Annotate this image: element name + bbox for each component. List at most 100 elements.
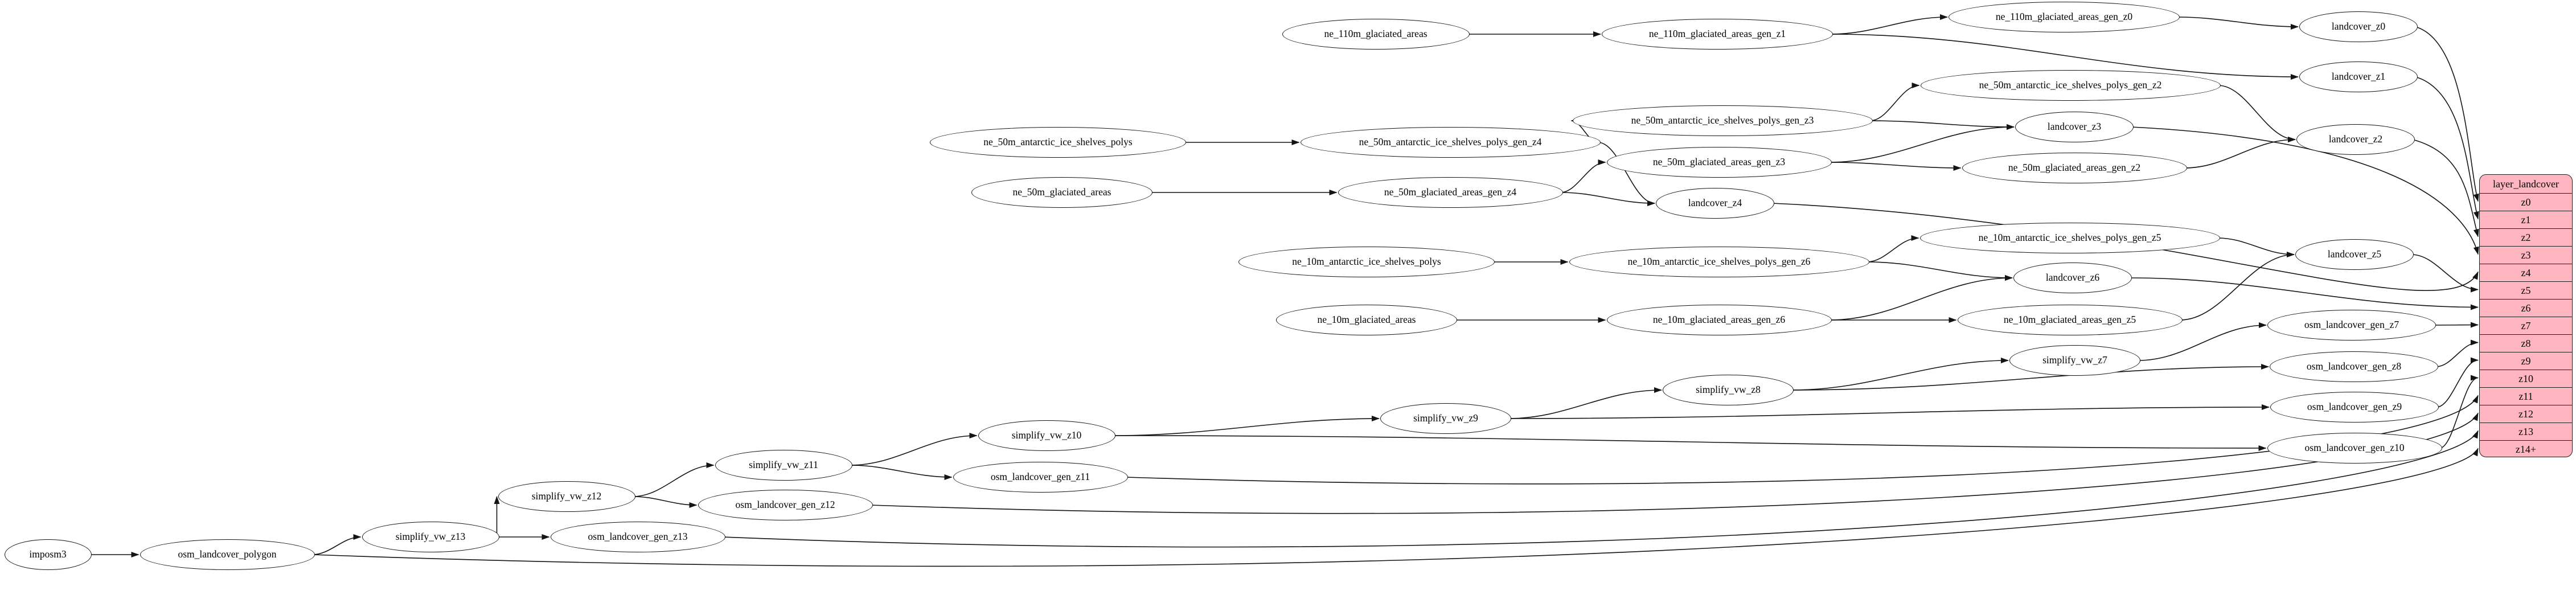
edge-landcover-z1-to-layer-landcover-z1 bbox=[2415, 76, 2479, 220]
edge-simplify-vw-z11-to-osm-landcover-gen-z11 bbox=[850, 465, 953, 480]
node-ne-50m-glaciated-areas-gen-z4: ne_50m_glaciated_areas_gen_z4 bbox=[1338, 177, 1563, 208]
edge-osm-landcover-gen-z8-to-layer-landcover-z8 bbox=[2435, 339, 2479, 367]
table-row-z10: z10 bbox=[2480, 370, 2572, 387]
node-osm-landcover-gen-z10: osm_landcover_gen_z10 bbox=[2267, 433, 2442, 464]
node-osm-landcover-gen-z7: osm_landcover_gen_z7 bbox=[2267, 310, 2436, 341]
edge-osm-landcover-gen-z13-to-layer-landcover-z13 bbox=[723, 430, 2479, 548]
table-row-z12: z12 bbox=[2480, 405, 2572, 423]
node-ne-110m-glaciated-areas-gen-z1: ne_110m_glaciated_areas_gen_z1 bbox=[1602, 19, 1833, 50]
node-ne-10m-glaciated-areas-gen-z5: ne_10m_glaciated_areas_gen_z5 bbox=[1957, 305, 2183, 335]
edge-simplify-vw-z9-to-osm-landcover-gen-z9 bbox=[1508, 404, 2270, 419]
edge-ne-50m-antarctic-ice-shelves-polys-gen-z2-to-landcover-z2 bbox=[2218, 85, 2296, 142]
table-row-z3: z3 bbox=[2480, 246, 2572, 264]
edge-simplify-vw-z8-to-simplify-vw-z7 bbox=[1791, 358, 2009, 391]
edge-ne-50m-glaciated-areas-gen-z3-to-ne-50m-glaciated-areas-gen-z2 bbox=[1829, 162, 1962, 171]
node-ne-10m-glaciated-areas: ne_10m_glaciated_areas bbox=[1276, 305, 1457, 335]
edge-ne-50m-glaciated-areas-gen-z3-to-landcover-z3 bbox=[1829, 124, 2015, 163]
edge-landcover-z5-to-layer-landcover-z5 bbox=[2411, 254, 2479, 293]
edge-landcover-z3-to-layer-landcover-z3 bbox=[2131, 126, 2479, 255]
node-simplify-vw-z10: simplify_vw_z10 bbox=[978, 420, 1115, 451]
node-ne-50m-glaciated-areas-gen-z2: ne_50m_glaciated_areas_gen_z2 bbox=[1962, 153, 2187, 183]
node-landcover-z3: landcover_z3 bbox=[2015, 112, 2134, 142]
node-ne-10m-antarctic-ice-shelves-polys-gen-z6: ne_10m_antarctic_ice_shelves_polys_gen_z… bbox=[1569, 247, 1869, 277]
edge-ne-110m-glaciated-areas-gen-z1-to-ne-110m-glaciated-areas-gen-z0 bbox=[1830, 14, 1948, 35]
edge-landcover-z0-to-layer-landcover-z0 bbox=[2415, 26, 2479, 202]
edge-simplify-vw-z10-to-simplify-vw-z9 bbox=[1113, 416, 1380, 436]
node-ne-110m-glaciated-areas: ne_110m_glaciated_areas bbox=[1282, 19, 1470, 50]
table-row-z1: z1 bbox=[2480, 211, 2572, 228]
edge-osm-landcover-gen-z10-to-layer-landcover-z10 bbox=[2439, 375, 2479, 449]
node-imposm3: imposm3 bbox=[4, 539, 92, 570]
edge-landcover-z2-to-layer-landcover-z2 bbox=[2412, 139, 2479, 237]
node-simplify-vw-z12: simplify_vw_z12 bbox=[498, 481, 635, 512]
node-landcover-z5: landcover_z5 bbox=[2295, 239, 2414, 270]
node-osm-landcover-gen-z9: osm_landcover_gen_z9 bbox=[2270, 392, 2439, 423]
edge-simplify-vw-z12-to-osm-landcover-gen-z12 bbox=[633, 496, 698, 508]
table-row-z8: z8 bbox=[2480, 334, 2572, 352]
edge-osm-landcover-gen-z12-to-layer-landcover-z12 bbox=[870, 412, 2479, 514]
table-row-z7: z7 bbox=[2480, 317, 2572, 334]
edge-ne-110m-glaciated-areas-gen-z1-to-landcover-z1 bbox=[1830, 34, 2299, 80]
edge-ne-10m-glaciated-areas-gen-z6-to-landcover-z6 bbox=[1829, 275, 2013, 321]
edge-ne-10m-glaciated-areas-gen-z5-to-landcover-z5 bbox=[2180, 252, 2295, 321]
node-osm-landcover-gen-z11: osm_landcover_gen_z11 bbox=[953, 462, 1128, 493]
table-row-z4: z4 bbox=[2480, 264, 2572, 281]
node-landcover-z6: landcover_z6 bbox=[2013, 263, 2132, 293]
node-landcover-z4: landcover_z4 bbox=[1656, 188, 1774, 219]
edge-ne-50m-antarctic-ice-shelves-polys-gen-z3-to-landcover-z3 bbox=[1870, 120, 2015, 130]
edge-ne-10m-antarctic-ice-shelves-polys-gen-z5-to-landcover-z5 bbox=[2217, 237, 2295, 257]
node-landcover-z2: landcover_z2 bbox=[2296, 124, 2415, 155]
edge-ne-50m-glaciated-areas-gen-z4-to-ne-50m-glaciated-areas-gen-z3 bbox=[1560, 159, 1606, 193]
table-row-z14+: z14+ bbox=[2480, 440, 2572, 457]
node-ne-110m-glaciated-areas-gen-z0: ne_110m_glaciated_areas_gen_z0 bbox=[1949, 2, 2180, 32]
edge-simplify-vw-z8-to-osm-landcover-gen-z8 bbox=[1791, 364, 2269, 391]
node-ne-50m-antarctic-ice-shelves-polys: ne_50m_antarctic_ice_shelves_polys bbox=[930, 127, 1186, 158]
layer-landcover-table-title: layer_landcover bbox=[2493, 178, 2559, 190]
node-osm-landcover-gen-z12: osm_landcover_gen_z12 bbox=[698, 490, 873, 520]
edge-osm-landcover-gen-z9-to-layer-landcover-z9 bbox=[2436, 357, 2479, 408]
node-simplify-vw-z11: simplify_vw_z11 bbox=[715, 450, 852, 481]
edge-ne-50m-glaciated-areas-gen-z4-to-landcover-z4 bbox=[1560, 192, 1655, 206]
edge-osm-landcover-gen-z11-to-layer-landcover-z11 bbox=[1125, 395, 2479, 485]
edge-osm-landcover-polygon-to-simplify-vw-z13 bbox=[312, 534, 362, 555]
node-simplify-vw-z9: simplify_vw_z9 bbox=[1380, 403, 1511, 434]
edge-landcover-z6-to-layer-landcover-z6 bbox=[2129, 277, 2479, 310]
node-simplify-vw-z13: simplify_vw_z13 bbox=[362, 522, 499, 552]
node-simplify-vw-z8: simplify_vw_z8 bbox=[1663, 375, 1794, 405]
edge-ne-110m-glaciated-areas-gen-z0-to-landcover-z0 bbox=[2177, 17, 2299, 30]
edge-simplify-vw-z10-to-osm-landcover-gen-z10 bbox=[1113, 435, 2267, 451]
edge-ne-50m-antarctic-ice-shelves-polys-gen-z3-to-ne-50m-antarctic-ice-shelves-polys-gen-z2 bbox=[1870, 83, 1920, 121]
node-simplify-vw-z7: simplify_vw_z7 bbox=[2009, 345, 2140, 376]
node-landcover-z0: landcover_z0 bbox=[2299, 11, 2418, 42]
table-row-z2: z2 bbox=[2480, 228, 2572, 246]
edge-simplify-vw-z7-to-osm-landcover-gen-z7 bbox=[2138, 322, 2267, 361]
node-ne-10m-antarctic-ice-shelves-polys-gen-z5: ne_10m_antarctic_ice_shelves_polys_gen_z… bbox=[1919, 223, 2220, 253]
edge-osm-landcover-polygon-to-layer-landcover-z14- bbox=[312, 448, 2479, 567]
edge-ne-50m-glaciated-areas-gen-z2-to-landcover-z2 bbox=[2184, 137, 2296, 169]
table-row-z11: z11 bbox=[2480, 387, 2572, 405]
node-ne-50m-antarctic-ice-shelves-polys-gen-z3: ne_50m_antarctic_ice_shelves_polys_gen_z… bbox=[1572, 105, 1873, 136]
edge-simplify-vw-z11-to-simplify-vw-z10 bbox=[850, 433, 978, 466]
edge-ne-10m-antarctic-ice-shelves-polys-gen-z6-to-ne-10m-antarctic-ice-shelves-polys-gen-z5 bbox=[1867, 235, 1919, 263]
node-landcover-z1: landcover_z1 bbox=[2299, 61, 2418, 92]
node-osm-landcover-gen-z13: osm_landcover_gen_z13 bbox=[550, 522, 725, 552]
node-ne-10m-antarctic-ice-shelves-polys: ne_10m_antarctic_ice_shelves_polys bbox=[1238, 247, 1495, 277]
edge-osm-landcover-gen-z7-to-layer-landcover-z7 bbox=[2433, 322, 2479, 328]
edge-ne-10m-antarctic-ice-shelves-polys-gen-z6-to-landcover-z6 bbox=[1867, 261, 2013, 281]
table-row-z0: z0 bbox=[2480, 193, 2572, 211]
edge-simplify-vw-z12-to-simplify-vw-z11 bbox=[633, 462, 715, 497]
table-row-z6: z6 bbox=[2480, 299, 2572, 317]
table-row-z5: z5 bbox=[2480, 281, 2572, 299]
node-ne-10m-glaciated-areas-gen-z6: ne_10m_glaciated_areas_gen_z6 bbox=[1606, 305, 1832, 335]
edge-simplify-vw-z9-to-simplify-vw-z8 bbox=[1508, 387, 1662, 419]
node-ne-50m-glaciated-areas-gen-z3: ne_50m_glaciated_areas_gen_z3 bbox=[1606, 147, 1832, 178]
node-ne-50m-antarctic-ice-shelves-polys-gen-z4: ne_50m_antarctic_ice_shelves_polys_gen_z… bbox=[1300, 127, 1601, 158]
node-ne-50m-glaciated-areas: ne_50m_glaciated_areas bbox=[971, 177, 1152, 208]
node-ne-50m-antarctic-ice-shelves-polys-gen-z2: ne_50m_antarctic_ice_shelves_polys_gen_z… bbox=[1920, 70, 2221, 101]
node-osm-landcover-gen-z8: osm_landcover_gen_z8 bbox=[2270, 351, 2438, 382]
table-row-z13: z13 bbox=[2480, 423, 2572, 440]
